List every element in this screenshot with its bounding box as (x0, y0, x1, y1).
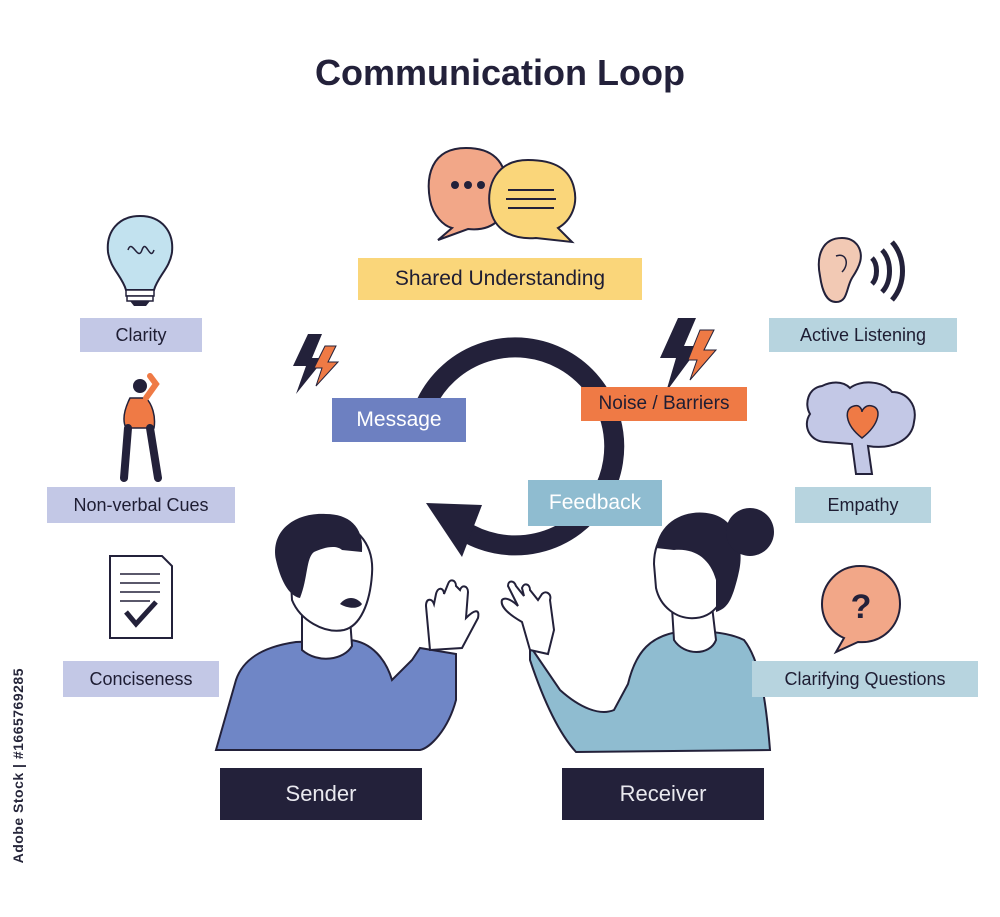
left-item-conciseness: Conciseness (63, 661, 219, 697)
sender-illustration (214, 513, 480, 751)
noise-barriers-label: Noise / Barriers (581, 387, 747, 421)
lightning-left-icon (293, 334, 340, 394)
checklist-document-icon (109, 555, 173, 639)
question-bubble-icon: ? (820, 564, 902, 655)
receiver-illustration (500, 508, 774, 754)
receiver-label: Receiver (562, 768, 764, 820)
right-item-clarifying-questions: Clarifying Questions (752, 661, 978, 697)
sender-label: Sender (220, 768, 422, 820)
shared-understanding-label: Shared Understanding (358, 258, 642, 300)
person-gesturing-icon (120, 373, 162, 482)
lightning-right-icon (660, 318, 718, 392)
ear-icon (817, 236, 905, 304)
lightbulb-icon (106, 214, 174, 306)
message-label: Message (332, 398, 466, 442)
stock-watermark: Adobe Stock | #1665769285 (10, 668, 26, 864)
left-item-clarity: Clarity (80, 318, 202, 352)
page-title: Communication Loop (315, 52, 685, 93)
speech-bubbles-icon (427, 146, 577, 244)
right-item-empathy: Empathy (795, 487, 931, 523)
right-item-active-listening: Active Listening (769, 318, 957, 352)
left-item-non-verbal-cues: Non-verbal Cues (47, 487, 235, 523)
brain-heart-icon (805, 381, 916, 475)
feedback-label: Feedback (528, 480, 662, 526)
svg-text:?: ? (851, 588, 872, 626)
